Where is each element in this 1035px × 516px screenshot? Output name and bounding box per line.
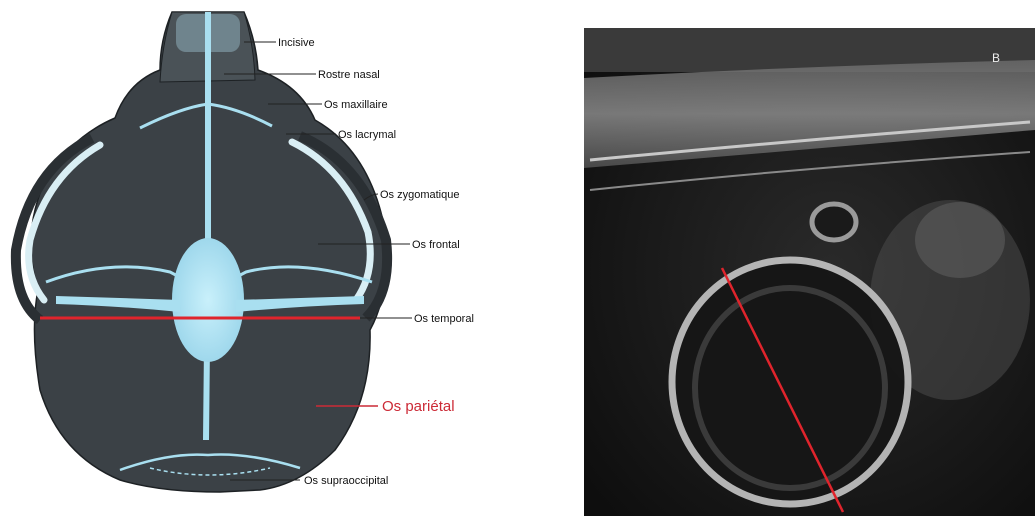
label-os-frontal: Os frontal <box>412 239 460 251</box>
bregma-area <box>172 238 244 362</box>
ultrasound-image: B <box>584 28 1035 516</box>
label-os-parietal: Os pariétal <box>382 398 455 415</box>
label-incisive: Incisive <box>278 37 315 49</box>
label-os-supraoccipital: Os supraoccipital <box>304 475 388 487</box>
vessel-ring <box>812 204 856 240</box>
label-os-zygomatique: Os zygomatique <box>380 189 459 201</box>
panel-letter: B <box>992 51 1000 65</box>
label-rostre-nasal: Rostre nasal <box>318 69 380 81</box>
label-os-lacrymal: Os lacrymal <box>338 129 396 141</box>
fetal-head <box>672 260 908 504</box>
label-os-temporal: Os temporal <box>414 313 474 325</box>
label-os-maxillaire: Os maxillaire <box>324 99 388 111</box>
tissue-cluster-2 <box>915 202 1005 278</box>
skull-diagram <box>16 12 387 492</box>
midline-suture <box>206 12 208 440</box>
